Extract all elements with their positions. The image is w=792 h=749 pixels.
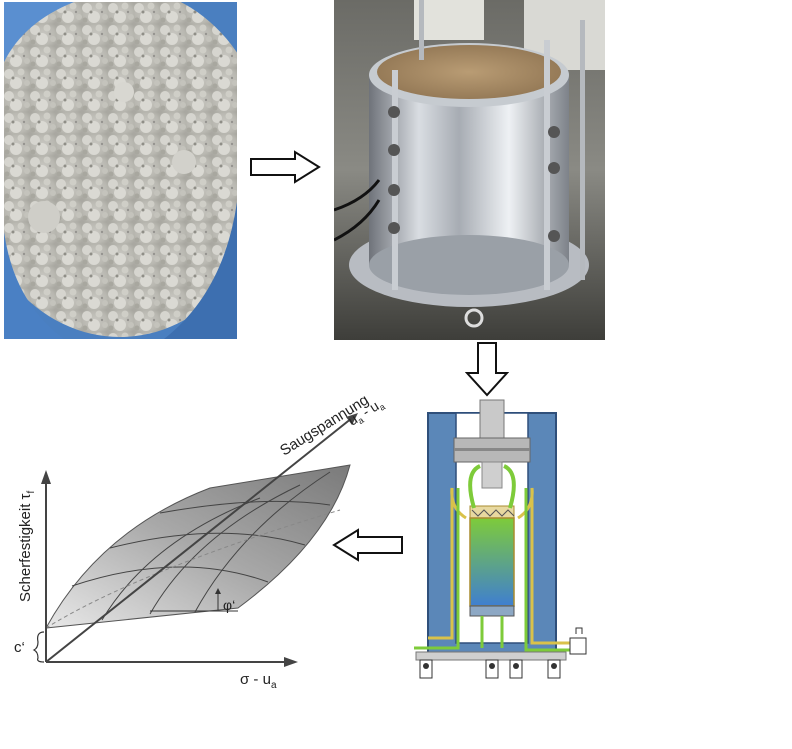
x-axis-label: σ - ua [240, 671, 277, 691]
process-arrow-down-icon [465, 341, 509, 397]
cylinder-photo [334, 0, 605, 340]
soil-sample-photo [4, 2, 237, 339]
angle-label: φ‘ [223, 597, 235, 613]
shear-strength-surface-plot: Scherfestigkeit τf Saugspannung ua - ua … [0, 370, 400, 710]
process-arrow-right-icon [249, 150, 321, 184]
y-axis-label: Scherfestigkeit τf [17, 491, 37, 603]
triaxial-cell-schematic [410, 398, 590, 683]
cohesion-label: c‘ [14, 639, 25, 656]
process-arrow-left-icon [332, 528, 404, 562]
